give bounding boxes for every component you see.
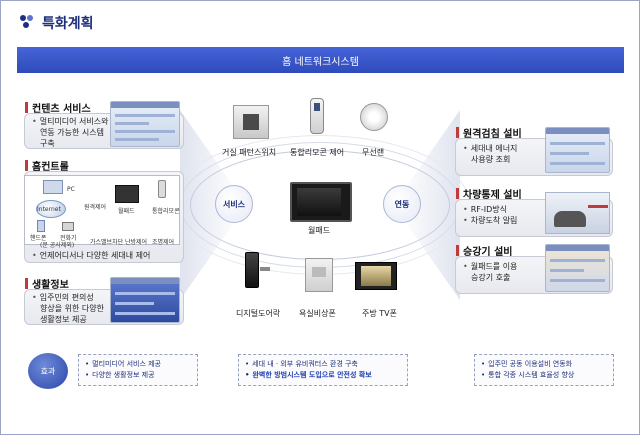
bullet-continuation: 사용량 조회 — [471, 155, 511, 164]
internet-globe-icon — [36, 200, 66, 218]
vehicle-gate-icon — [545, 192, 610, 234]
effect-item: 멀티미디어 서비스 제공 — [85, 359, 191, 370]
vehicle-control-bullets: RF-ID방식 차량도착 알림 — [463, 204, 518, 226]
living-info-screenshot — [110, 277, 180, 323]
door-lock-icon — [245, 252, 270, 288]
service-hub: 서비스 — [215, 185, 253, 223]
bullet: 멀티미디어 서비스와 — [32, 116, 109, 127]
elevator-heading: 승강기 설비 — [456, 243, 512, 258]
section-marker — [25, 278, 28, 289]
gas-label: 가스밸브차단 — [90, 239, 124, 246]
note-label: (문 공사제외) — [40, 242, 75, 249]
living-info-heading: 생활정보 — [25, 276, 69, 291]
device-label: 주방 TV폰 — [362, 309, 397, 318]
bullet: RF-ID방식 — [463, 204, 517, 215]
bullet-continuation: 연동 가능한 시스템 — [40, 128, 104, 137]
remote-meter-heading: 원격검침 설비 — [456, 125, 522, 140]
living-info-bullets: 입주민의 편의성 향상을 위한 다양한 생활정보 제공 — [32, 292, 104, 325]
remote-meter-screenshot — [545, 127, 610, 173]
pc-icon — [43, 180, 63, 194]
internet-label: Internet — [37, 206, 61, 213]
elevator-screenshot — [545, 244, 610, 292]
home-control-bullets: 언제어디서나 다양한 세대내 제어 — [32, 250, 151, 261]
content-service-bullets: 멀티미디어 서비스와 연동 가능한 시스템 구축 — [32, 116, 109, 149]
section-marker — [456, 127, 459, 138]
wallpad-small-label: 월패드 — [118, 208, 135, 215]
phone-icon — [37, 220, 45, 232]
wallpad-icon — [290, 182, 352, 222]
landline-icon — [62, 222, 74, 231]
section-title: 차량통제 설비 — [463, 190, 522, 201]
remote-label: 원격제어 — [84, 204, 107, 211]
remote-device-icon — [310, 98, 324, 134]
home-control-heading: 홈컨트롤 — [25, 158, 69, 173]
phone-label: 핸드폰 — [30, 235, 47, 242]
device-label: 거실 패턴스위치 — [222, 148, 277, 157]
section-marker — [25, 160, 28, 171]
wallpad-small-icon — [115, 185, 139, 203]
bullet: 월패드를 이용 — [463, 261, 518, 272]
content-screenshot — [110, 101, 180, 147]
section-marker — [25, 102, 28, 113]
remote-meter-bullets: 세대내 에너지 사용량 조회 — [463, 143, 518, 165]
link-hub: 연동 — [383, 185, 421, 223]
effect-box-3: 입주민 공동 이용설비 연동화 통합 각종 시스템 효율성 향상 — [474, 354, 614, 386]
remote-control-icon — [158, 180, 166, 198]
pc-label: PC — [67, 186, 75, 193]
effect-item: 통합 각종 시스템 효율성 향상 — [481, 370, 607, 381]
bullet: 세대내 에너지 — [463, 143, 518, 154]
effect-item: 입주민 공동 이용설비 연동화 — [481, 359, 607, 370]
effect-item: 다양한 생활정보 제공 — [85, 370, 191, 381]
bullet: 입주민의 편의성 — [32, 292, 104, 303]
effect-box-1: 멀티미디어 서비스 제공 다양한 생활정보 제공 — [78, 354, 198, 386]
section-title: 홈컨트롤 — [32, 162, 69, 173]
device-label: 월패드 — [308, 226, 331, 235]
content-service-heading: 컨텐츠 서비스 — [25, 100, 91, 115]
elevator-bullets: 월패드를 이용 승강기 호출 — [463, 261, 518, 283]
device-label: 욕실비상폰 — [299, 309, 336, 318]
effect-box-2: 세대 내 · 외부 유비쿼터스 환경 구축 완벽한 방범시스템 도입으로 안전성… — [238, 354, 408, 386]
bullet-continuation: 구축 — [40, 139, 55, 148]
pattern-switch-icon — [233, 105, 269, 139]
integrated-remote-label: 통합리모콘 — [152, 208, 180, 215]
bathroom-phone-icon — [305, 258, 333, 292]
effects-section: 효과 멀티미디어 서비스 제공 다양한 생활정보 제공 세대 내 · 외부 유비… — [18, 349, 624, 393]
system-banner: 홈 네트워크시스템 — [17, 47, 624, 73]
device-label: 통합리모콘 제어 — [290, 148, 345, 157]
effect-item: 완벽한 방범시스템 도입으로 안전성 확보 — [245, 370, 401, 381]
bullet-continuation: 승강기 호출 — [471, 273, 511, 282]
lighting-label: 조명제어 — [152, 239, 175, 246]
device-label: 디지털도어락 — [236, 309, 281, 318]
wireless-lan-icon — [360, 103, 388, 131]
section-marker — [456, 188, 459, 199]
vehicle-control-heading: 차량통제 설비 — [456, 186, 522, 201]
section-title: 원격검침 설비 — [463, 129, 522, 140]
effect-item: 세대 내 · 외부 유비쿼터스 환경 구축 — [245, 359, 401, 370]
heating-label: 난방제어 — [125, 239, 148, 246]
bullet-continuation: 향상을 위한 다양한 — [40, 304, 104, 313]
section-title: 승강기 설비 — [463, 247, 513, 258]
bullet-continuation: 생활정보 제공 — [40, 315, 87, 324]
section-marker — [456, 245, 459, 256]
section-title: 생활정보 — [32, 280, 69, 291]
bullet: 차량도착 알림 — [463, 215, 518, 226]
kitchen-tv-phone-icon — [355, 262, 397, 290]
landline-label: 전화기 — [60, 235, 77, 242]
effects-badge: 효과 — [28, 353, 68, 389]
bullet: 언제어디서나 다양한 세대내 제어 — [32, 250, 151, 261]
section-title: 컨텐츠 서비스 — [32, 104, 91, 115]
title-dots-icon — [20, 15, 36, 31]
page-title: 특화계획 — [42, 16, 94, 32]
title-area: 특화계획 — [20, 10, 94, 36]
device-label: 무선랜 — [362, 148, 385, 157]
